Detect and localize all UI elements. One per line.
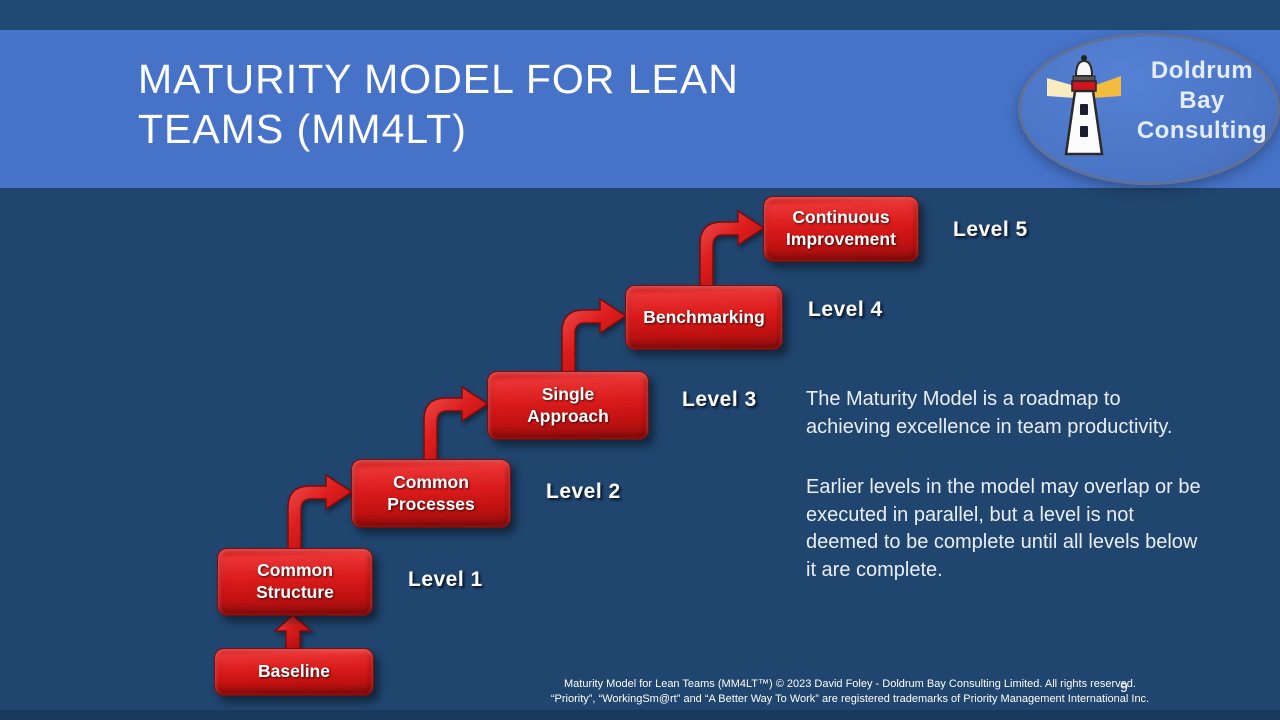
footer-copyright: Maturity Model for Lean Teams (MM4LT™) ©… (550, 677, 1150, 706)
elbow-arrow-icon (699, 209, 765, 288)
level-label-4: Level 4 (808, 298, 883, 321)
step-box-baseline: Baseline (214, 648, 374, 696)
company-logo: Doldrum Bay Consulting (1018, 33, 1280, 185)
logo-line-1: Doldrum (1150, 57, 1254, 84)
top-accent-strip (0, 0, 1280, 30)
body-paragraph-2: Earlier levels in the model may overlap … (806, 476, 1201, 581)
elbow-arrow-icon (561, 297, 627, 376)
footer-line-2: “Priority”, “WorkingSm@rt” and “A Better… (550, 692, 1150, 705)
level-label-5: Level 5 (953, 218, 1028, 241)
footer-line-1: Maturity Model for Lean Teams (MM4LT™) ©… (564, 678, 1136, 690)
step-box-common-structure: Common Structure (217, 548, 373, 616)
bottom-accent-strip (0, 710, 1280, 720)
logo-line-2: Bay (1179, 87, 1225, 115)
step-box-single-approach: Single Approach (487, 371, 649, 440)
level-label-3: Level 3 (682, 388, 757, 411)
step-box-continuous-improvement: Continuous Improvement (763, 196, 919, 262)
level-label-2: Level 2 (546, 480, 621, 503)
elbow-arrow-icon (423, 385, 489, 464)
slide-title: MATURITY MODEL FOR LEAN TEAMS (MM4LT) (138, 56, 739, 153)
step-box-common-processes: Common Processes (351, 459, 511, 528)
step-box-benchmarking: Benchmarking (625, 285, 783, 350)
logo-line-3: Consulting (1136, 117, 1268, 145)
up-arrow-icon (273, 614, 313, 650)
level-label-1: Level 1 (408, 568, 483, 591)
body-paragraph-1: The Maturity Model is a roadmap to achie… (806, 388, 1173, 438)
title-banner: MATURITY MODEL FOR LEAN TEAMS (MM4LT) Do… (0, 30, 1280, 188)
page-number: 9 (1120, 679, 1128, 695)
logo-text: Doldrum Bay Consulting (1133, 56, 1271, 147)
lighthouse-icon (1047, 55, 1121, 156)
elbow-arrow-icon (287, 473, 353, 552)
